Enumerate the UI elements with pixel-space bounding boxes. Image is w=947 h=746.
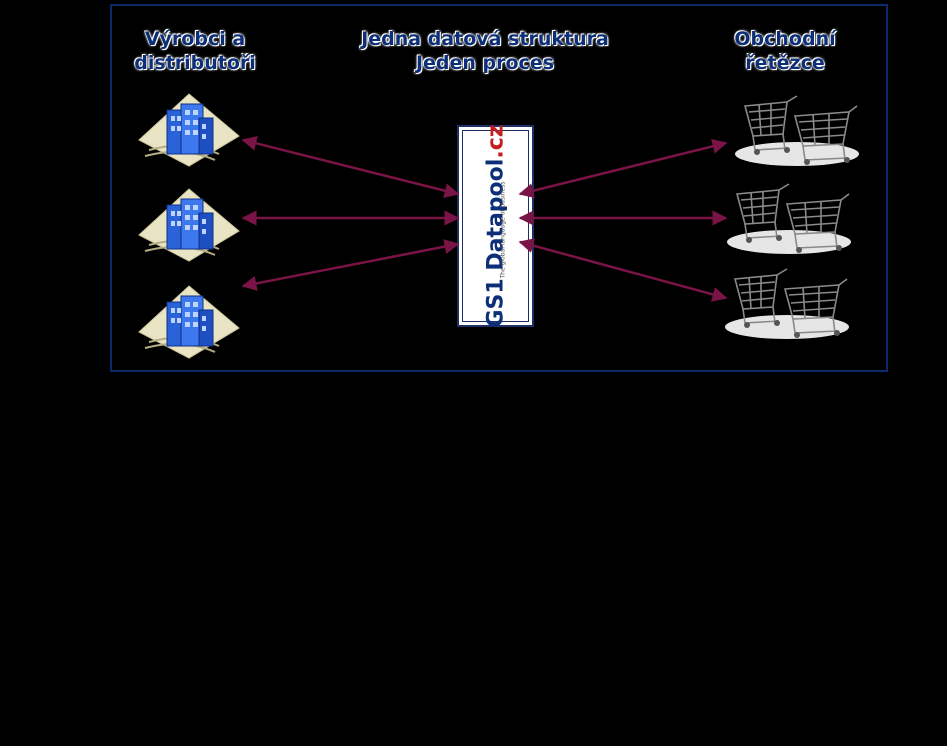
connector-arrow-manufacturer-3 [243, 244, 458, 286]
connector-arrow-retailer-1 [520, 143, 726, 194]
connector-arrow-manufacturer-1 [243, 140, 458, 194]
connector-arrow-retailer-3 [520, 242, 726, 298]
